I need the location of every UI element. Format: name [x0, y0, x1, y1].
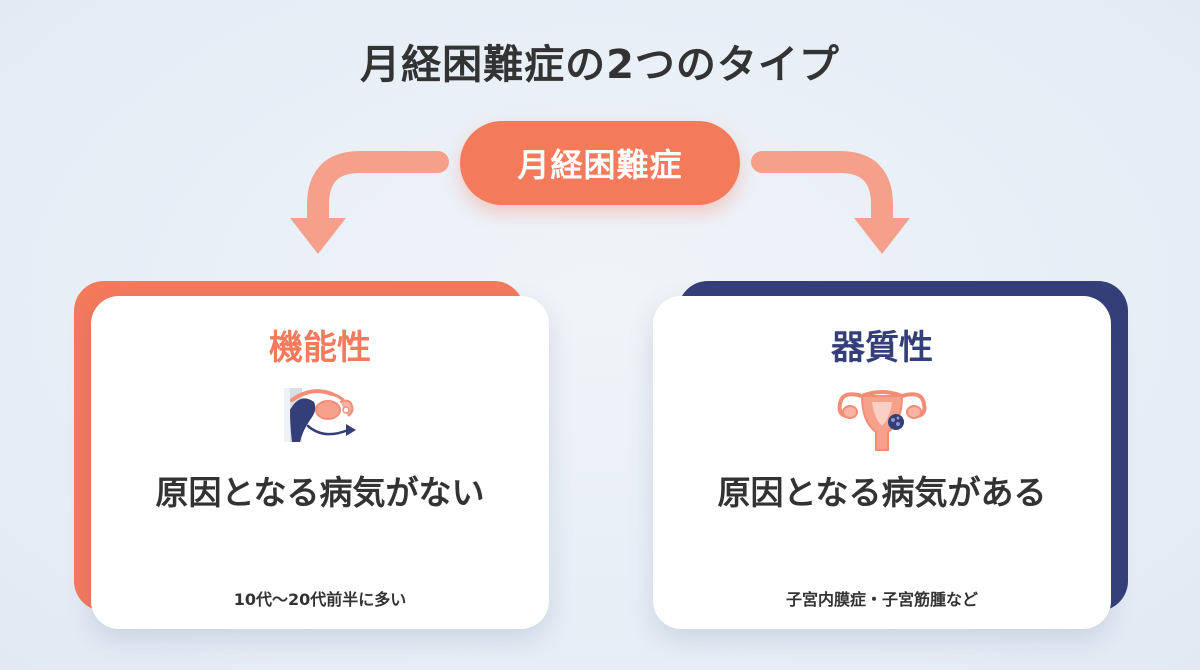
organic-card-note: 子宮内膜症・子宮筋腫など: [785, 590, 978, 609]
functional-card-description: 原因となる病気がない: [155, 473, 485, 512]
reproductive-organ-flow-icon: [284, 388, 356, 442]
arrow-right: [751, 151, 910, 254]
functional-card: 機能性 原因となる病気がない 10代〜20代前半に多い: [91, 296, 549, 629]
arrow-left: [290, 151, 449, 254]
root-node: 月経困難症: [460, 121, 740, 205]
page-title: 月経困難症の2つのタイプ: [360, 42, 840, 88]
functional-card-note: 10代〜20代前半に多い: [233, 590, 407, 609]
organic-card: 器質性 原因となる病気がある 子宮内膜症・子宮筋腫など: [653, 296, 1111, 629]
root-node-label: 月経困難症: [517, 146, 683, 184]
uterus-with-lesion-icon: [837, 390, 927, 451]
organic-card-title: 器質性: [831, 328, 933, 368]
organic-card-description: 原因となる病気がある: [717, 473, 1047, 512]
functional-card-title: 機能性: [269, 328, 371, 368]
